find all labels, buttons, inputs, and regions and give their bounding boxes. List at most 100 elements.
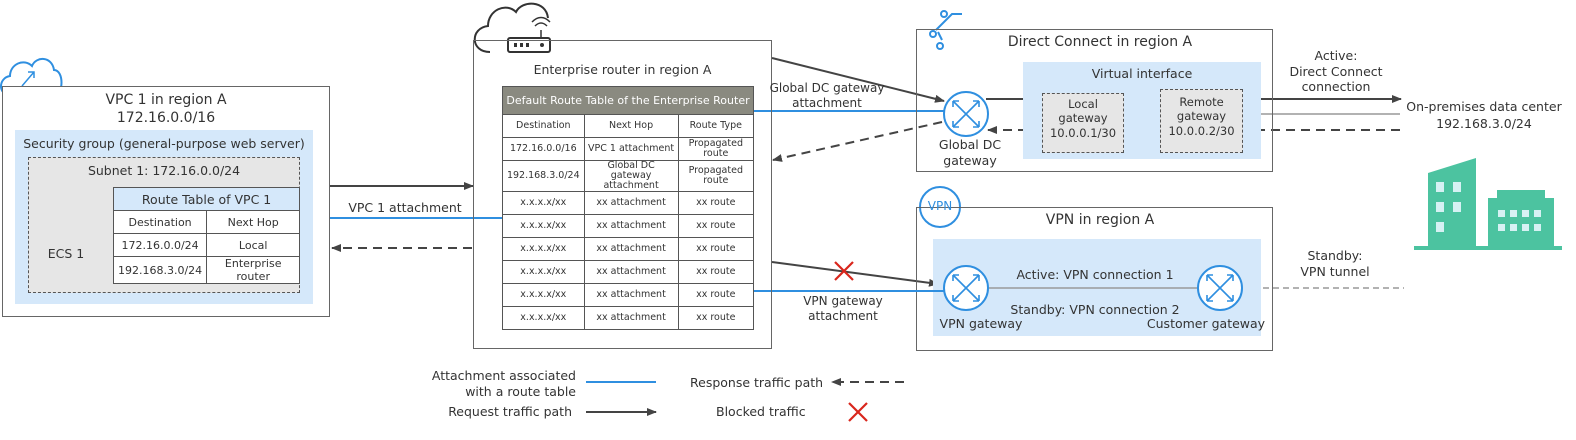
vpn-standby-connection: Standby: VPN connection 2 xyxy=(1010,302,1180,317)
subnet-label: Subnet 1: 172.16.0.0/24 xyxy=(87,163,241,178)
global-dc-gateway-label: Global DC gateway xyxy=(926,137,1014,168)
vpn-region-title: VPN in region A xyxy=(1045,212,1155,228)
ecs-label: ECS 1 xyxy=(47,246,85,261)
local-gateway-line1: Local xyxy=(1068,97,1098,111)
security-group-label: Security group (general-purpose web serv… xyxy=(23,136,305,151)
vpc-route-table-title: Route Table of VPC 1 xyxy=(112,187,301,211)
vpn-active-connection: Active: VPN connection 1 xyxy=(1016,267,1174,282)
remote-gateway-line2: gateway xyxy=(1176,109,1227,124)
er-rt-cell: x.x.x.x/xx xyxy=(502,190,585,215)
vpc-cidr: 172.16.0.0/16 xyxy=(116,110,216,126)
er-rt-header-nexthop: Next Hop xyxy=(583,114,679,138)
remote-gateway-ip: 10.0.0.2/30 xyxy=(1168,123,1235,138)
er-rt-cell: xx attachment xyxy=(583,305,679,330)
standby-vpn-line1: Standby: xyxy=(1307,248,1363,263)
vpc-rt-cell: 172.16.0.0/24 xyxy=(112,233,208,257)
direct-connect-title: Direct Connect in region A xyxy=(1007,34,1193,50)
er-rt-cell: xx route xyxy=(677,305,755,330)
vpc-rt-cell: Local xyxy=(206,233,301,257)
standby-vpn-line2: VPN tunnel xyxy=(1300,263,1370,279)
vpc-rt-header-destination: Destination xyxy=(112,210,208,234)
er-rt-cell: Global DC gateway attachment xyxy=(583,160,679,192)
enterprise-router-title: Enterprise router in region A xyxy=(533,62,712,77)
er-rt-cell: VPC 1 attachment xyxy=(583,137,679,161)
table-row: 192.168.3.0/24 Enterprise router xyxy=(112,256,301,284)
vpn-attachment-label-line1: VPN gateway xyxy=(803,294,883,308)
remote-gateway-label: Remote gateway 10.0.0.2/30 xyxy=(1160,95,1243,138)
er-rt-cell: xx attachment xyxy=(583,190,679,215)
onprem-title: On-premises data center xyxy=(1406,99,1562,114)
customer-gateway-label: Customer gateway xyxy=(1146,316,1266,331)
dc-attachment-label: Global DC gateway attachment xyxy=(760,81,894,111)
er-rt-cell: x.x.x.x/xx xyxy=(502,213,585,238)
er-rt-cell: Propagated route xyxy=(677,137,755,161)
er-rt-cell: xx route xyxy=(677,282,755,307)
remote-gateway-box xyxy=(1160,89,1243,153)
legend-response-label: Response traffic path xyxy=(690,375,824,390)
er-rt-cell: x.x.x.x/xx xyxy=(502,305,585,330)
global-dc-gateway-line2: gateway xyxy=(943,152,997,168)
vpn-gateway-label: VPN gateway xyxy=(939,316,1023,331)
er-rt-header-destination: Destination xyxy=(502,114,585,138)
legend-blocked-label: Blocked traffic xyxy=(716,404,806,419)
enterprise-router-box xyxy=(473,40,772,349)
er-route-table-title: Default Route Table of the Enterprise Ro… xyxy=(502,86,754,115)
er-rt-cell: xx route xyxy=(677,190,755,215)
enterprise-router-cloud-icon xyxy=(473,2,551,53)
table-row: 172.16.0.0/24 Local xyxy=(112,233,301,257)
vpc-rt-header-nexthop: Next Hop xyxy=(206,210,301,234)
active-dc-line1: Active: xyxy=(1314,48,1358,63)
dc-attachment-label-line2: attachment xyxy=(792,96,862,110)
er-rt-cell: xx attachment xyxy=(583,259,679,284)
legend-attachment-line1: Attachment associated xyxy=(431,368,576,383)
vpn-badge-text: VPN xyxy=(927,199,953,213)
direct-connect-box xyxy=(916,29,1273,172)
legend-attachment-label: Attachment associated with a route table xyxy=(430,368,576,399)
er-rt-cell: xx route xyxy=(677,213,755,238)
building-icon xyxy=(1414,158,1562,250)
vpn-attachment-label: VPN gateway attachment xyxy=(776,294,910,324)
er-rt-cell: xx attachment xyxy=(583,236,679,261)
er-rt-header-route-type: Route Type xyxy=(677,114,755,138)
er-rt-cell: 192.168.3.0/24 xyxy=(502,160,585,192)
active-dc-connection-label: Active: Direct Connect connection xyxy=(1280,48,1392,95)
legend-request-label: Request traffic path xyxy=(448,404,572,419)
vpc-route-table: Route Table of VPC 1 Destination Next Ho… xyxy=(112,187,301,284)
active-dc-line3: connection xyxy=(1301,79,1371,95)
legend-blocked-cross xyxy=(848,402,868,422)
legend-attachment-line2: with a route table xyxy=(465,383,576,399)
direct-connect-icon xyxy=(929,10,962,50)
er-rt-cell: xx attachment xyxy=(583,213,679,238)
er-rt-cell: x.x.x.x/xx xyxy=(502,259,585,284)
local-gateway-line2: gateway xyxy=(1058,111,1108,126)
er-rt-cell: xx attachment xyxy=(583,282,679,307)
er-rt-cell: x.x.x.x/xx xyxy=(502,236,585,261)
er-rt-cell: xx route xyxy=(677,259,755,284)
dc-attachment-label-line1: Global DC gateway xyxy=(769,81,885,95)
local-gateway-label: Local gateway 10.0.0.1/30 xyxy=(1042,97,1124,140)
er-route-table: Default Route Table of the Enterprise Ro… xyxy=(502,86,755,330)
blocked-traffic-cross-vpn xyxy=(834,261,854,281)
global-dc-gateway-line1: Global DC xyxy=(938,137,1002,152)
active-dc-line2: Direct Connect xyxy=(1289,63,1383,79)
global-dc-gateway-icon xyxy=(943,91,989,137)
local-gateway-ip: 10.0.0.1/30 xyxy=(1049,125,1117,140)
vpc-title: VPC 1 in region A xyxy=(105,92,227,108)
remote-gateway-line1: Remote xyxy=(1179,95,1224,109)
er-rt-cell: x.x.x.x/xx xyxy=(502,282,585,307)
er-rt-cell: Propagated route xyxy=(677,160,755,192)
er-rt-cell: 172.16.0.0/16 xyxy=(502,137,585,161)
er-rt-cell: xx route xyxy=(677,236,755,261)
vpc-rt-cell: Enterprise router xyxy=(206,256,301,284)
vpc-attachment-label: VPC 1 attachment xyxy=(348,200,462,215)
standby-vpn-tunnel-label: Standby: VPN tunnel xyxy=(1290,248,1380,279)
vpn-region-box xyxy=(916,207,1273,351)
